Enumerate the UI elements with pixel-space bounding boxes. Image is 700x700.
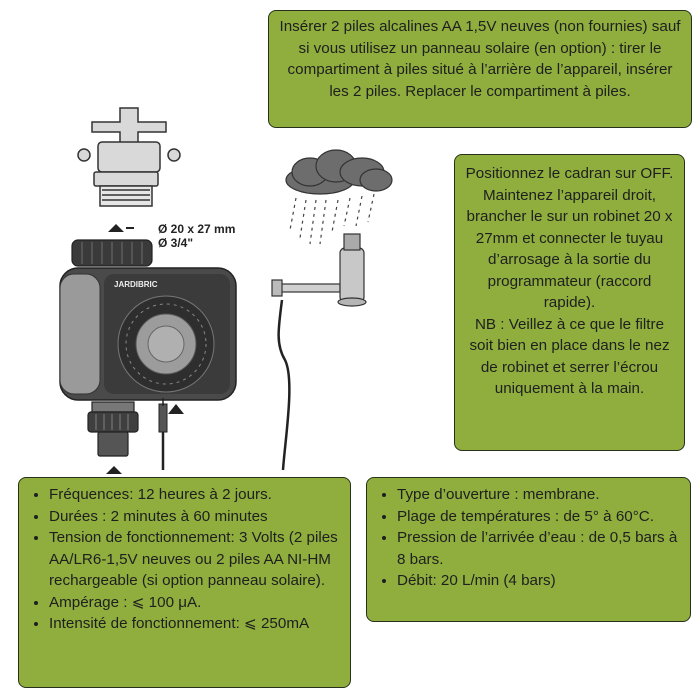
rain-icon xyxy=(289,193,375,245)
spec-durations: Durées : 2 minutes à 60 minutes xyxy=(49,506,340,528)
faucet-illustration xyxy=(77,107,181,207)
spec-flow-rate: Débit: 20 L/min (4 bars) xyxy=(397,570,680,592)
specs-left-list: Fréquences: 12 heures à 2 jours. Durées … xyxy=(31,484,340,635)
mounting-instructions-text: Positionnez le cadran sur OFF. Maintenez… xyxy=(465,165,674,311)
spec-amperage: Ampérage : ⩽ 100 μA. xyxy=(49,592,340,614)
battery-instructions-text: Insérer 2 piles alcalines AA 1,5V neuves… xyxy=(279,18,681,100)
specs-right-list: Type d’ouverture : membrane. Plage de te… xyxy=(379,484,680,592)
thread-size-inch: Ø 3/4" xyxy=(158,236,194,250)
rain-sensor-illustration xyxy=(271,233,367,307)
arrow-up-icon xyxy=(168,404,184,414)
sensor-cable xyxy=(277,299,291,471)
arrow-up-icon xyxy=(106,466,122,474)
spec-current: Intensité de fonctionnement: ⩽ 250mA xyxy=(49,613,340,635)
cloud-icon xyxy=(285,149,393,195)
spec-voltage: Tension de fonctionnement: 3 Volts (2 pi… xyxy=(49,527,340,592)
specs-right-box: Type d’ouverture : membrane. Plage de te… xyxy=(366,477,691,622)
thread-size-label: Ø 20 x 27 mm Ø 3/4" xyxy=(158,222,235,250)
quick-connector-illustration xyxy=(87,401,139,457)
connector-nut-illustration xyxy=(71,239,153,267)
filter-note-text: NB : Veillez à ce que le filtre soit bie… xyxy=(469,315,670,398)
spec-temperature-range: Plage de températures : de 5° à 60°C. xyxy=(397,506,680,528)
spec-water-pressure: Pression de l’arrivée d’eau : de 0,5 bar… xyxy=(397,527,680,570)
spec-frequencies: Fréquences: 12 heures à 2 jours. xyxy=(49,484,340,506)
mounting-instructions-box: Positionnez le cadran sur OFF. Maintenez… xyxy=(454,154,685,451)
arrow-up-icon xyxy=(108,224,134,232)
specs-left-box: Fréquences: 12 heures à 2 jours. Durées … xyxy=(18,477,351,688)
sensor-plug-illustration xyxy=(158,398,168,470)
spec-valve-type: Type d’ouverture : membrane. xyxy=(397,484,680,506)
device-brand-label: JARDIBRIC xyxy=(114,280,158,289)
battery-instructions-box: Insérer 2 piles alcalines AA 1,5V neuves… xyxy=(268,10,692,128)
thread-size-mm: Ø 20 x 27 mm xyxy=(158,222,236,236)
timer-device-illustration xyxy=(59,267,237,401)
